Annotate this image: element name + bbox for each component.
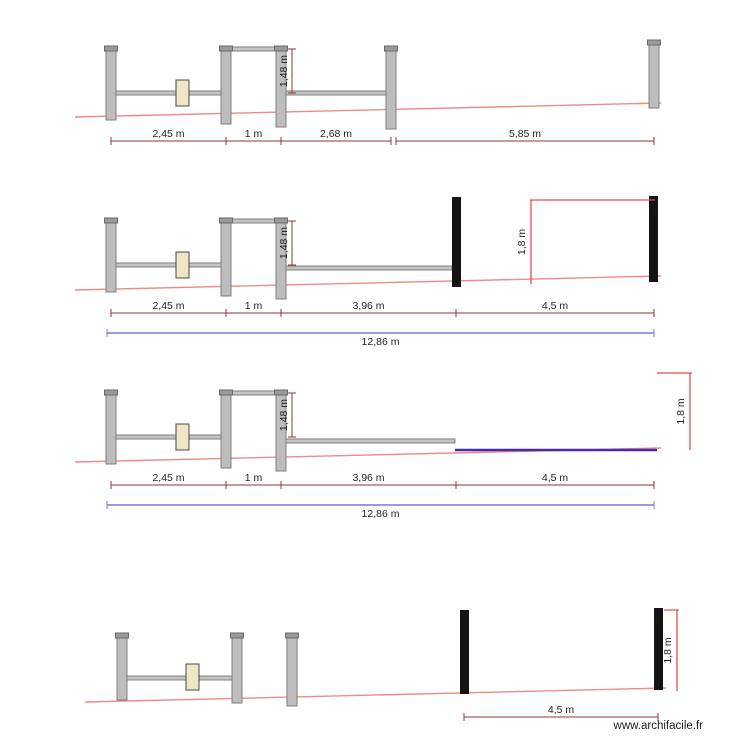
fence-rail: [225, 218, 282, 224]
gray-post: [116, 636, 128, 701]
dark-post: [649, 196, 658, 282]
ground-line: [74, 275, 662, 291]
post-cap: [384, 45, 398, 52]
gate-latch: [185, 663, 200, 691]
gray-post: [220, 49, 232, 125]
post-cap: [219, 45, 233, 52]
dimension-label: 4,5 m: [542, 300, 569, 312]
dark-post: [452, 197, 461, 287]
gray-post: [385, 49, 397, 130]
gray-post: [231, 636, 243, 704]
dimension-label: 3,96 m: [352, 300, 384, 312]
post-cap: [274, 217, 288, 224]
fence-rail: [115, 262, 222, 268]
post-cap: [274, 389, 288, 396]
fence-rail: [285, 438, 456, 444]
fence-rail: [115, 434, 222, 440]
dimension-label: 1 m: [245, 128, 263, 140]
dimension-label: 2,45 m: [152, 128, 184, 140]
dark-post: [460, 610, 469, 694]
dimension-label: 1 m: [245, 300, 263, 312]
gate-latch: [175, 423, 190, 451]
gray-post: [105, 49, 117, 121]
gate-latch: [175, 79, 190, 107]
dimension-label: 3,96 m: [352, 472, 384, 484]
ground-line: [74, 102, 662, 118]
fence-rail: [285, 265, 453, 271]
height-dimension-label: 1,8 m: [662, 637, 674, 664]
dimension-label: 4,5 m: [542, 472, 569, 484]
fence-rail: [126, 675, 233, 681]
fence-rail: [225, 390, 282, 396]
dimension-label: 4,5 m: [548, 704, 575, 716]
gray-post: [105, 393, 117, 465]
dimension-label: 1 m: [245, 472, 263, 484]
post-cap: [647, 39, 661, 46]
vertical-dimension-label: 1,48 m: [278, 399, 290, 431]
gate-latch: [175, 251, 190, 279]
height-dimension-label: 1,8 m: [516, 229, 528, 256]
post-cap: [219, 389, 233, 396]
total-dimension-label: 12,86 m: [362, 336, 400, 348]
vertical-dimension-label: 1,48 m: [278, 55, 290, 87]
post-cap: [285, 632, 299, 639]
post-cap: [115, 632, 129, 639]
gray-post: [286, 636, 298, 707]
archifacile-watermark: www.archifacile.fr: [613, 720, 703, 732]
post-cap: [104, 389, 118, 396]
vertical-dimension-label: 1,48 m: [278, 227, 290, 259]
post-cap: [104, 45, 118, 52]
total-dimension-label: 12,86 m: [362, 508, 400, 520]
fence-rail: [225, 46, 282, 52]
dimension-label: 2,45 m: [152, 472, 184, 484]
gray-post: [220, 221, 232, 297]
gray-post: [105, 221, 117, 293]
fence-rail: [115, 90, 222, 96]
gray-post: [648, 43, 660, 109]
gray-post: [220, 393, 232, 469]
dimension-label: 2,45 m: [152, 300, 184, 312]
height-dimension-label: 1,8 m: [675, 398, 687, 425]
dark-post: [654, 608, 663, 690]
ground-line: [84, 687, 667, 703]
post-cap: [219, 217, 233, 224]
dimension-label: 2,68 m: [320, 128, 352, 140]
post-cap: [104, 217, 118, 224]
post-cap: [274, 45, 288, 52]
fence-rail: [285, 90, 387, 96]
dimension-label: 5,85 m: [509, 128, 541, 140]
post-cap: [230, 632, 244, 639]
